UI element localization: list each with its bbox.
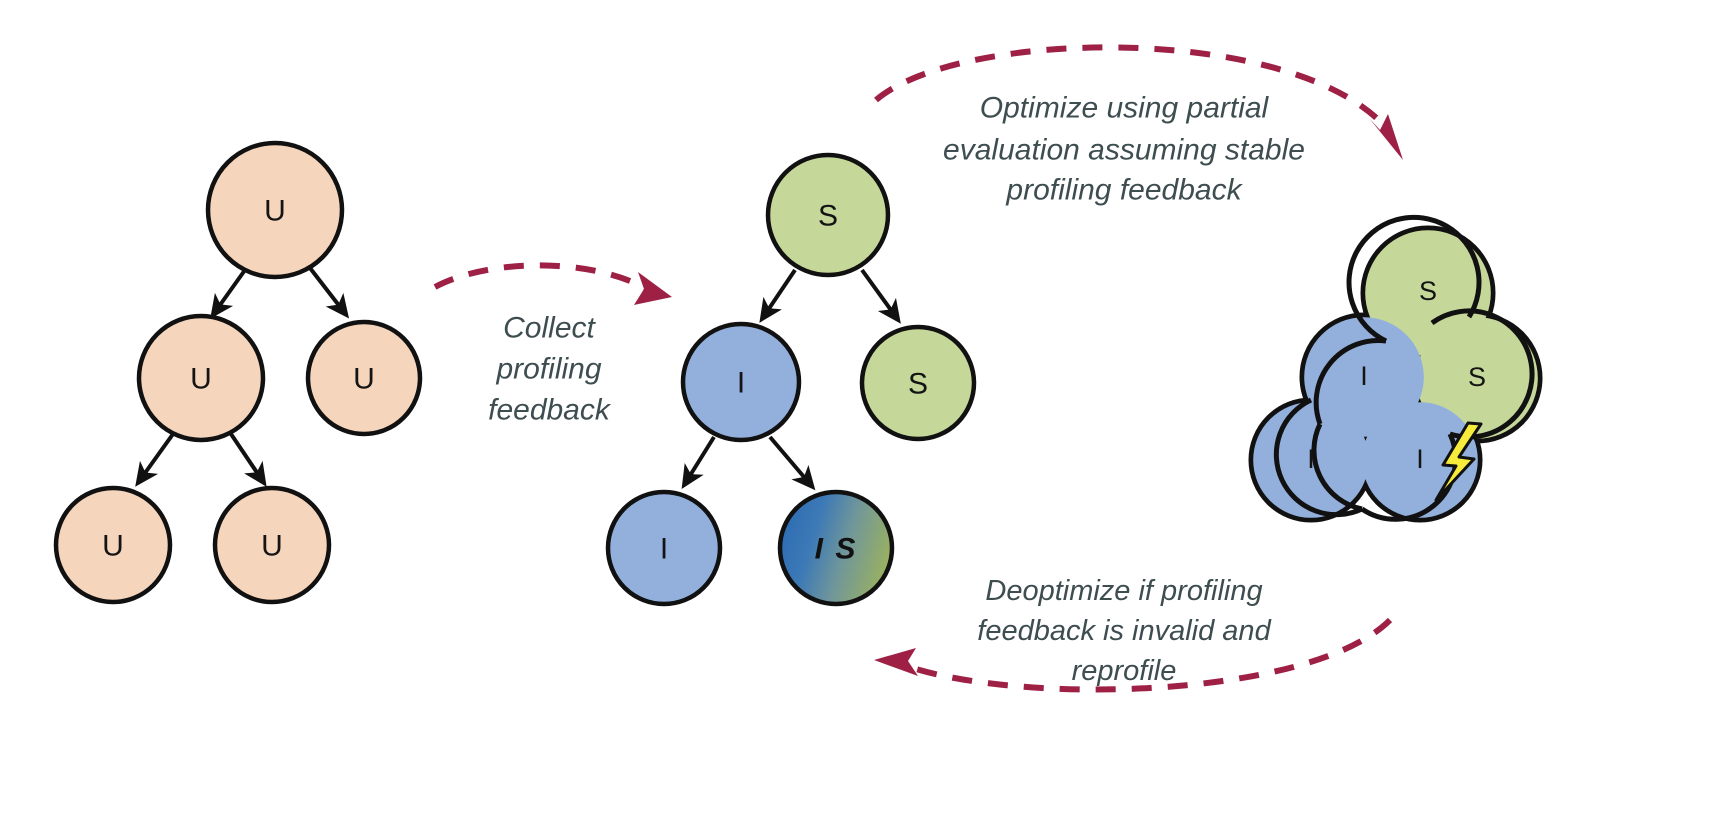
node-label: I — [1360, 361, 1368, 391]
tree-node-u-lr[interactable]: U — [212, 485, 332, 605]
tree-node-p-r[interactable]: S — [859, 324, 977, 442]
deoptimize-label-line-1: Deoptimize if profiling — [985, 575, 1262, 607]
node-label: S — [818, 200, 838, 233]
tree-edges-profiled — [681, 268, 901, 491]
deoptimize-label-line-3: reprofile — [1072, 655, 1177, 687]
profiled-tree: S I S I I S — [605, 152, 977, 607]
cluster-fill — [1253, 230, 1538, 518]
node-circle — [205, 140, 345, 280]
node-label: S — [908, 368, 928, 401]
tree-edges-unprofiled — [135, 266, 350, 487]
deoptimize-label-line-2: feedback is invalid and — [977, 615, 1271, 647]
cluster-node-i-right[interactable]: I — [1416, 444, 1424, 474]
optimized-cluster: S S I I I — [1248, 214, 1543, 523]
collect-arrow-head — [634, 272, 672, 305]
node-label: U — [190, 363, 212, 396]
tree-node-u-ll[interactable]: U — [53, 485, 173, 605]
collect-label-line-2: profiling — [495, 353, 601, 386]
optimize-partial-evaluation-flow[interactable]: Optimize using partial evaluation assumi… — [874, 44, 1403, 207]
node-circle — [680, 321, 802, 443]
edge-p-l-to-p-ll — [681, 435, 716, 490]
optimize-label-line-3: profiling feedback — [1005, 174, 1243, 207]
collect-label-line-3: feedback — [488, 394, 612, 427]
cluster-node-i-mid[interactable]: I — [1360, 361, 1368, 391]
node-label: I — [1307, 444, 1315, 474]
node-circle — [765, 152, 891, 278]
node-label: U — [261, 530, 283, 563]
collect-profiling-feedback-flow[interactable]: Collect profiling feedback — [433, 262, 672, 427]
tree-node-p-root[interactable]: S — [765, 152, 891, 278]
tree-node-u-l[interactable]: U — [136, 313, 266, 443]
tree-node-p-lr-mixed[interactable]: I S — [777, 489, 895, 607]
node-circle — [605, 489, 723, 607]
edge-p-root-to-p-r — [860, 268, 901, 324]
node-label: I S — [815, 533, 858, 566]
deoptimize-arrow-head — [874, 648, 918, 676]
cluster-node-i-left[interactable]: I — [1307, 444, 1315, 474]
tree-node-p-l[interactable]: I — [680, 321, 802, 443]
cluster-node-s-top[interactable]: S — [1419, 276, 1437, 306]
node-label: U — [264, 195, 286, 228]
lightning-bolt-icon — [1434, 421, 1483, 502]
node-label: S — [1419, 276, 1437, 306]
unprofiled-tree: U U U U U — [53, 140, 423, 605]
node-circle — [305, 319, 423, 437]
optimize-label-line-2: evaluation assuming stable — [943, 134, 1305, 167]
collect-label-line-1: Collect — [503, 312, 596, 345]
node-label: U — [102, 530, 124, 563]
deoptimize-reprofile-flow[interactable]: Deoptimize if profiling feedback is inva… — [874, 575, 1393, 693]
edge-u-root-to-u-l — [210, 268, 247, 319]
node-label: I — [660, 533, 668, 566]
node-circle — [53, 485, 173, 605]
node-label: U — [353, 363, 375, 396]
cluster-node-s-right[interactable]: S — [1468, 362, 1486, 392]
node-label: I — [1416, 444, 1424, 474]
node-label: I — [737, 367, 745, 400]
optimize-label-line-1: Optimize using partial — [980, 92, 1270, 125]
collect-arrow-path — [433, 262, 647, 291]
edge-u-l-to-u-ll — [135, 432, 175, 487]
edge-u-root-to-u-r — [308, 266, 350, 319]
optimize-arrow-path — [874, 44, 1393, 134]
edge-p-l-to-p-lr — [768, 435, 816, 491]
tree-node-u-r[interactable]: U — [305, 319, 423, 437]
node-circle — [212, 485, 332, 605]
edge-u-l-to-u-lr — [229, 432, 267, 487]
lightning-shape — [1434, 421, 1483, 502]
node-circle — [859, 324, 977, 442]
edge-p-root-to-p-l — [759, 268, 797, 323]
tree-node-u-root[interactable]: U — [205, 140, 345, 280]
deoptimize-arrow-path — [896, 617, 1393, 693]
node-circle — [136, 313, 266, 443]
optimize-arrow-head — [1369, 114, 1403, 160]
node-label: S — [1468, 362, 1486, 392]
tree-node-p-ll[interactable]: I — [605, 489, 723, 607]
node-circle — [777, 489, 895, 607]
